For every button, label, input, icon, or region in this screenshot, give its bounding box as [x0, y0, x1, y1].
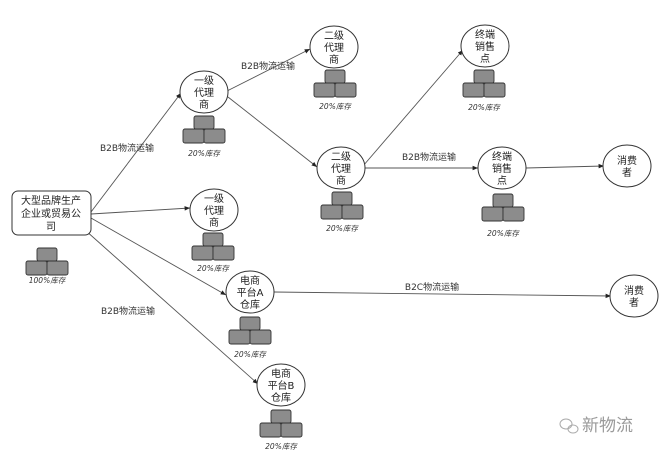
node-label: 仓库	[240, 298, 260, 311]
edge-source-a1: B2B物流运输	[90, 92, 182, 213]
node-label: 一级	[204, 193, 224, 205]
node-label: 终端	[492, 150, 512, 163]
inventory-boxes-icon	[25, 247, 69, 276]
node-label: 销售	[475, 40, 495, 53]
node-label: 电商	[240, 274, 260, 287]
inventory-boxes-icon	[182, 115, 226, 144]
inventory-boxes-icon	[320, 191, 364, 220]
inventory-boxes-icon	[228, 316, 272, 345]
edge-b2-c1	[362, 49, 464, 167]
stock-label: 20%库存	[468, 103, 501, 112]
edge-arrow	[90, 206, 191, 215]
edge-arrow	[90, 92, 182, 213]
node-label: 司	[46, 222, 56, 233]
node-label: 平台A	[237, 286, 264, 299]
node-label: 终端	[475, 28, 495, 41]
edge-label: B2B物流运输	[402, 151, 456, 163]
edge-label: B2B物流运输	[101, 305, 155, 317]
stock-label: 100%库存	[29, 276, 67, 285]
node-circle	[602, 144, 652, 188]
edge-source-e1	[90, 217, 227, 296]
edge-label: B2B物流运输	[100, 142, 154, 154]
node-label: 代理	[194, 87, 214, 99]
source-box	[11, 190, 92, 236]
stock-label: 20%库存	[326, 224, 359, 233]
node-label: 商	[199, 98, 209, 111]
edge-c2-d1	[525, 163, 605, 169]
node-label: 一级	[194, 75, 214, 87]
node-label: 企业或贸易公	[21, 207, 81, 220]
node-label: 者	[622, 167, 632, 179]
node-d1: 消费者	[602, 144, 652, 188]
edge-b2-c2: B2B物流运输	[364, 151, 478, 171]
edge-e1-d2: B2C物流运输	[273, 281, 612, 299]
watermark: 新物流	[559, 416, 633, 436]
node-label: 代理	[324, 42, 344, 54]
stock-label: 20%库存	[265, 442, 298, 451]
stock-label: 20%库存	[188, 149, 221, 158]
edge-arrow	[226, 48, 311, 92]
stock-label: 20%库存	[487, 229, 520, 238]
edge-a1-b2	[227, 96, 318, 168]
stock-label: 20%库存	[197, 264, 230, 273]
node-label: 者	[629, 297, 639, 309]
node-circle	[179, 70, 229, 114]
watermark-text: 新物流	[582, 416, 633, 436]
inventory-boxes-icon	[313, 69, 357, 98]
node-label: 二级	[331, 151, 351, 163]
wechat-icon	[559, 418, 579, 434]
node-label: 大型品牌生产	[21, 194, 81, 207]
node-circle	[460, 24, 510, 68]
node-label: 电商	[271, 367, 291, 380]
edge-arrow	[227, 96, 318, 168]
edge-arrow	[84, 229, 259, 385]
node-d2: 消费者	[609, 274, 659, 318]
node-label: 点	[480, 53, 490, 65]
stock-label: 20%库存	[319, 102, 352, 111]
node-label: 销售	[492, 162, 512, 175]
inventory-boxes-icon	[191, 232, 235, 261]
node-label: 商	[329, 53, 339, 66]
edge-arrow	[273, 291, 612, 299]
edge-arrow	[525, 163, 605, 169]
edge-source-a2	[90, 206, 191, 215]
node-label: 二级	[324, 30, 344, 42]
node-label: 点	[497, 175, 507, 187]
inventory-boxes-icon	[462, 69, 506, 98]
node-circle	[309, 25, 359, 69]
edge-source-e2: B2B物流运输	[84, 229, 259, 385]
node-circle	[189, 188, 239, 232]
node-label: 仓库	[271, 391, 291, 404]
edge-label: B2C物流运输	[405, 281, 459, 293]
node-label: 商	[336, 174, 346, 187]
node-label: 消费	[624, 284, 644, 297]
node-circle	[609, 274, 659, 318]
node-label: 代理	[331, 163, 351, 175]
inventory-boxes-icon	[481, 193, 525, 222]
node-label: 代理	[204, 205, 224, 217]
stock-label: 20%库存	[234, 350, 267, 359]
node-label: 消费	[617, 154, 637, 167]
edge-label: B2B物流运输	[241, 60, 295, 72]
node-circle	[477, 146, 527, 190]
node-circle	[316, 146, 366, 190]
node-label: 商	[209, 216, 219, 229]
inventory-boxes-icon	[259, 409, 303, 438]
edge-a1-b1: B2B物流运输	[226, 48, 311, 92]
node-circle	[225, 270, 275, 314]
edge-arrow	[362, 49, 464, 167]
node-circle	[256, 363, 306, 407]
node-label: 平台B	[268, 379, 295, 392]
edge-arrow	[90, 217, 227, 296]
